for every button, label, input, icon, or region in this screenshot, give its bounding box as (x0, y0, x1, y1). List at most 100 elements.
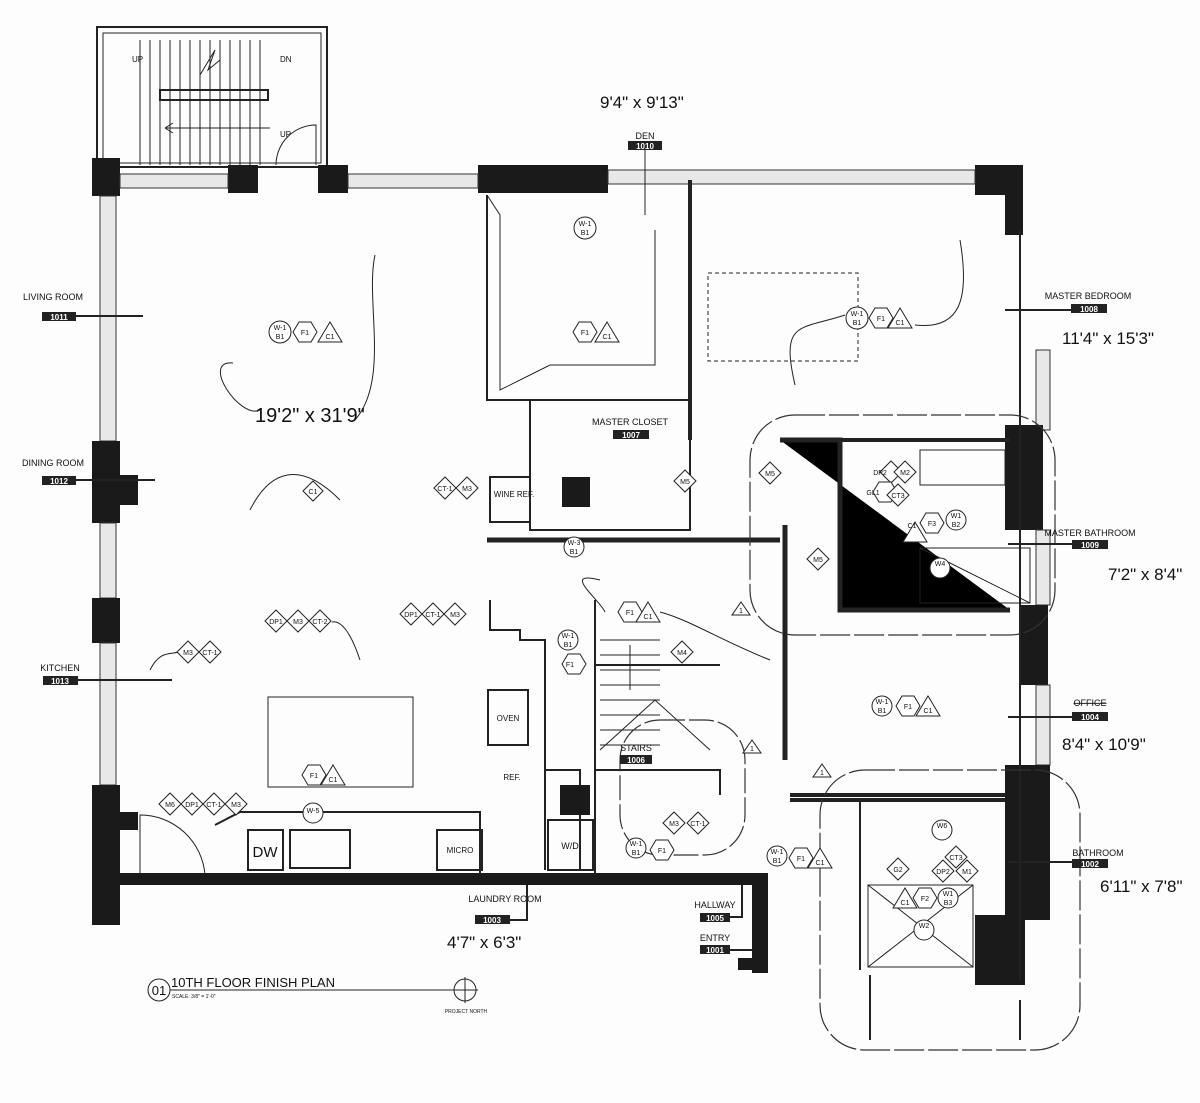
svg-text:W-5: W-5 (307, 808, 320, 815)
svg-text:C1: C1 (326, 334, 335, 341)
svg-text:CT-1: CT-1 (202, 650, 217, 657)
svg-text:1: 1 (820, 770, 824, 777)
master-bedroom-dims: 11'4" x 15'3" (1062, 329, 1154, 348)
oven-label: OVEN (497, 714, 520, 723)
svg-text:M3: M3 (183, 650, 193, 657)
svg-text:B1: B1 (773, 858, 782, 865)
room-tag-bathroom: BATHROOM 1002 (1008, 848, 1124, 869)
svg-text:M6: M6 (165, 802, 175, 809)
svg-text:OFFICE: OFFICE (1074, 698, 1107, 708)
svg-text:F1: F1 (626, 610, 634, 617)
svg-text:1001: 1001 (706, 946, 724, 955)
svg-text:C1: C1 (816, 860, 825, 867)
svg-text:1006: 1006 (627, 756, 645, 765)
shower (867, 884, 974, 968)
den-dims: 9'4" x 9'13" (600, 93, 684, 112)
ref-label: REF. (503, 773, 520, 782)
svg-text:C1: C1 (896, 320, 905, 327)
svg-text:BATHROOM: BATHROOM (1072, 848, 1123, 858)
tag-laundry: W-1B1 F1 M3 CT-1 (625, 811, 710, 861)
tag-hall: W-3B1 CT-1 M3 M5 F1 C1 W-1B1 F1 M4 (433, 469, 697, 675)
svg-text:C1: C1 (901, 900, 910, 907)
svg-text:MASTER BEDROOM: MASTER BEDROOM (1045, 291, 1132, 301)
up-label-2: UP (280, 130, 291, 139)
drawing-title: 01 10TH FLOOR FINISH PLAN SCALE: 3/8" = … (147, 975, 488, 1015)
svg-text:F1: F1 (658, 848, 666, 855)
dn-label: DN (280, 55, 292, 64)
svg-text:DP1: DP1 (185, 802, 199, 809)
svg-text:W-1: W-1 (876, 699, 889, 706)
tag-kitchen: M3 CT-1 (176, 640, 222, 664)
svg-text:M3: M3 (462, 486, 472, 493)
svg-text:MASTER BATHROOM: MASTER BATHROOM (1044, 528, 1135, 538)
svg-text:M2: M2 (900, 470, 910, 477)
svg-text:M3: M3 (450, 612, 460, 619)
revision-triangles: 1 1 1 (731, 601, 832, 778)
svg-text:B1: B1 (276, 334, 285, 341)
svg-text:CT3: CT3 (949, 855, 962, 862)
svg-text:1: 1 (750, 746, 754, 753)
drawing-title-text: 10TH FLOOR FINISH PLAN (171, 975, 335, 990)
svg-text:M4: M4 (677, 650, 687, 657)
svg-text:HALLWAY: HALLWAY (694, 900, 735, 910)
svg-text:B1: B1 (570, 549, 579, 556)
svg-text:C1: C1 (603, 334, 612, 341)
svg-text:W-3: W-3 (568, 540, 581, 547)
svg-text:1010: 1010 (636, 142, 654, 151)
svg-text:LIVING ROOM: LIVING ROOM (23, 292, 83, 302)
svg-text:KITCHEN: KITCHEN (40, 663, 80, 673)
svg-text:B3: B3 (944, 900, 953, 907)
svg-text:F1: F1 (581, 330, 589, 337)
fixtures: OVEN REF. WINE REF. DW MICRO W/D (247, 476, 594, 871)
svg-text:1003: 1003 (483, 916, 501, 925)
stair-tower: UP DN UP (96, 26, 328, 168)
bathtub (919, 547, 1031, 604)
tag-living: W-1B1 F1 C1 (268, 320, 343, 344)
bathtub-top (919, 449, 1006, 486)
svg-text:DEN: DEN (635, 131, 654, 141)
svg-text:ENTRY: ENTRY (700, 933, 730, 943)
tag-den: W-1B1 F1 C1 (572, 216, 620, 343)
dw-label: DW (253, 844, 279, 861)
tag-counter: M6 DP1 CT-1 M3 W-5 (158, 792, 324, 824)
master-bath-dims: 7'2" x 8'4" (1108, 565, 1182, 584)
svg-text:M5: M5 (813, 557, 823, 564)
revision-clouds (619, 414, 1081, 1051)
stair-door (275, 124, 317, 166)
svg-text:M3: M3 (231, 802, 241, 809)
svg-text:W4: W4 (935, 561, 946, 568)
svg-text:1005: 1005 (706, 914, 724, 923)
svg-text:M5: M5 (765, 471, 775, 478)
laundry-dims: 4'7" x 6'3" (447, 933, 521, 952)
svg-text:C1: C1 (924, 708, 933, 715)
svg-text:F1: F1 (301, 330, 309, 337)
north-label: PROJECT NORTH (445, 1009, 488, 1015)
svg-text:1002: 1002 (1081, 860, 1099, 869)
svg-text:DP1: DP1 (269, 619, 283, 626)
svg-text:C1: C1 (644, 614, 653, 621)
svg-text:C1: C1 (309, 489, 318, 496)
svg-text:DP2: DP2 (936, 869, 950, 876)
bathroom-dims: 6'11" x 7'8" (1100, 877, 1183, 896)
svg-text:1012: 1012 (50, 477, 68, 486)
svg-text:W-1: W-1 (579, 221, 592, 228)
svg-text:B1: B1 (581, 230, 590, 237)
bed-outline (707, 272, 859, 362)
svg-text:M3: M3 (293, 619, 303, 626)
tag-island: F1 C1 (301, 764, 346, 786)
interior-walls (214, 180, 1031, 970)
svg-text:W-1: W-1 (630, 841, 643, 848)
drawing-number: 01 (152, 983, 166, 998)
svg-text:CT-1: CT-1 (690, 821, 705, 828)
svg-text:GL1: GL1 (866, 490, 879, 497)
svg-text:CT-1: CT-1 (425, 612, 440, 619)
living-dims: 19'2" x 31'9" (255, 405, 365, 427)
